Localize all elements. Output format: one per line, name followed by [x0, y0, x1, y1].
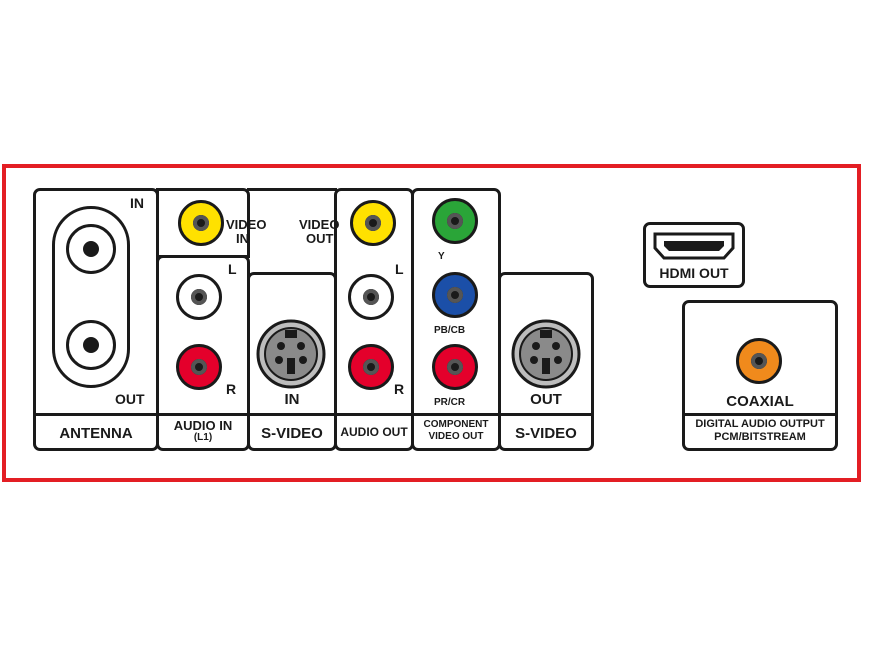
svideo-out-label: S-VIDEO: [515, 425, 577, 442]
video-in-label-1: VIDEO: [226, 217, 267, 232]
audio-out-l-label: L: [395, 261, 404, 277]
audio-in-label: AUDIO IN: [173, 418, 233, 433]
coaxial-jack[interactable]: [736, 338, 782, 384]
svideo-out-port[interactable]: [510, 318, 582, 390]
divider: [501, 413, 591, 416]
divider: [247, 188, 337, 191]
divider: [159, 413, 247, 416]
audio-out-r-label: R: [394, 381, 405, 397]
svideo-in-label: S-VIDEO: [261, 425, 323, 442]
audio-out-label: AUDIO OUT: [340, 425, 408, 439]
audio-in-l-label: L: [228, 261, 237, 277]
digital-audio-box: [682, 300, 838, 451]
divider: [414, 413, 498, 416]
digital-audio-label-2: PCM/BITSTREAM: [714, 431, 806, 443]
audio-out-r-jack[interactable]: [348, 344, 394, 390]
divider: [250, 413, 334, 416]
component-pb-label: PB/CB: [434, 325, 466, 336]
coaxial-label: COAXIAL: [726, 393, 794, 410]
audio-out-l-jack[interactable]: [348, 274, 394, 320]
video-in-label-2: IN: [236, 231, 249, 246]
audio-in-r-jack[interactable]: [176, 344, 222, 390]
antenna-out-jack[interactable]: [66, 320, 116, 370]
audio-in-l-jack[interactable]: [176, 274, 222, 320]
component-y-label: Y: [438, 251, 445, 262]
svideo-in-port[interactable]: [255, 318, 327, 390]
svideo-in-tag: IN: [284, 391, 300, 408]
component-label-1: COMPONENT: [423, 419, 489, 430]
digital-audio-label-1: DIGITAL AUDIO OUTPUT: [695, 418, 825, 430]
component-y-jack[interactable]: [432, 198, 478, 244]
video-in-jack[interactable]: [178, 200, 224, 246]
audio-in-sub-label: (L1): [193, 432, 213, 443]
divider: [685, 413, 835, 416]
video-out-label-1: VIDEO: [299, 217, 340, 232]
panel-frame: [2, 164, 861, 482]
svideo-out-tag: OUT: [530, 391, 562, 408]
hdmi-port[interactable]: [652, 231, 736, 261]
component-pr-jack[interactable]: [432, 344, 478, 390]
antenna-in-label: IN: [130, 195, 144, 211]
video-out-jack[interactable]: [350, 200, 396, 246]
antenna-in-jack[interactable]: [66, 224, 116, 274]
audio-in-r-label: R: [226, 381, 237, 397]
antenna-capsule: [52, 206, 130, 388]
video-out-label-2: OUT: [306, 231, 334, 246]
hdmi-label: HDMI OUT: [659, 265, 729, 281]
divider: [36, 413, 156, 416]
component-pr-label: PR/CR: [434, 397, 466, 408]
component-pb-jack[interactable]: [432, 272, 478, 318]
component-label-2: VIDEO OUT: [428, 431, 484, 442]
antenna-label: ANTENNA: [59, 425, 133, 442]
divider: [337, 413, 411, 416]
antenna-out-label: OUT: [115, 391, 145, 407]
